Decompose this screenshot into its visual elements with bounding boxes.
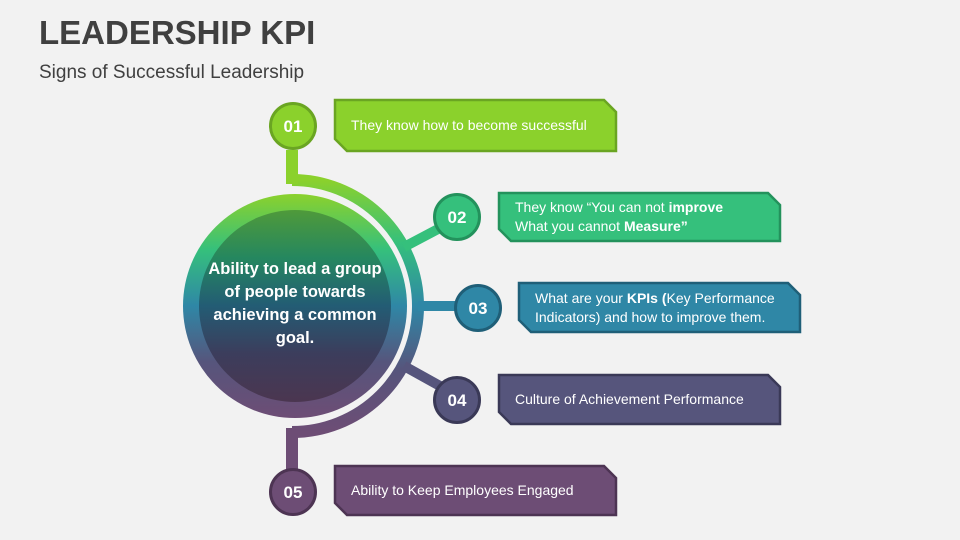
step-05-text: Ability to Keep Employees Engaged: [351, 482, 574, 498]
step-01-badge: 01: [269, 102, 317, 150]
step-02-text: They know “You can not improve What you …: [515, 199, 724, 234]
step-04-text: Culture of Achievement Performance: [515, 391, 744, 407]
step-02-badge: 02: [433, 193, 481, 241]
step-03-text: What are your KPIs (Key Performance Indi…: [535, 289, 775, 325]
step-01-text: They know how to become successful: [351, 117, 587, 133]
step-04-badge: 04: [433, 376, 481, 424]
page-title: LEADERSHIP KPI: [39, 14, 316, 51]
center-statement: Ability to lead a group of people toward…: [208, 260, 382, 347]
step-03-badge: 03: [454, 284, 502, 332]
page-subtitle: Signs of Successful Leadership: [39, 62, 305, 83]
step-05-badge: 05: [269, 468, 317, 516]
outer-arc: [291, 174, 424, 438]
